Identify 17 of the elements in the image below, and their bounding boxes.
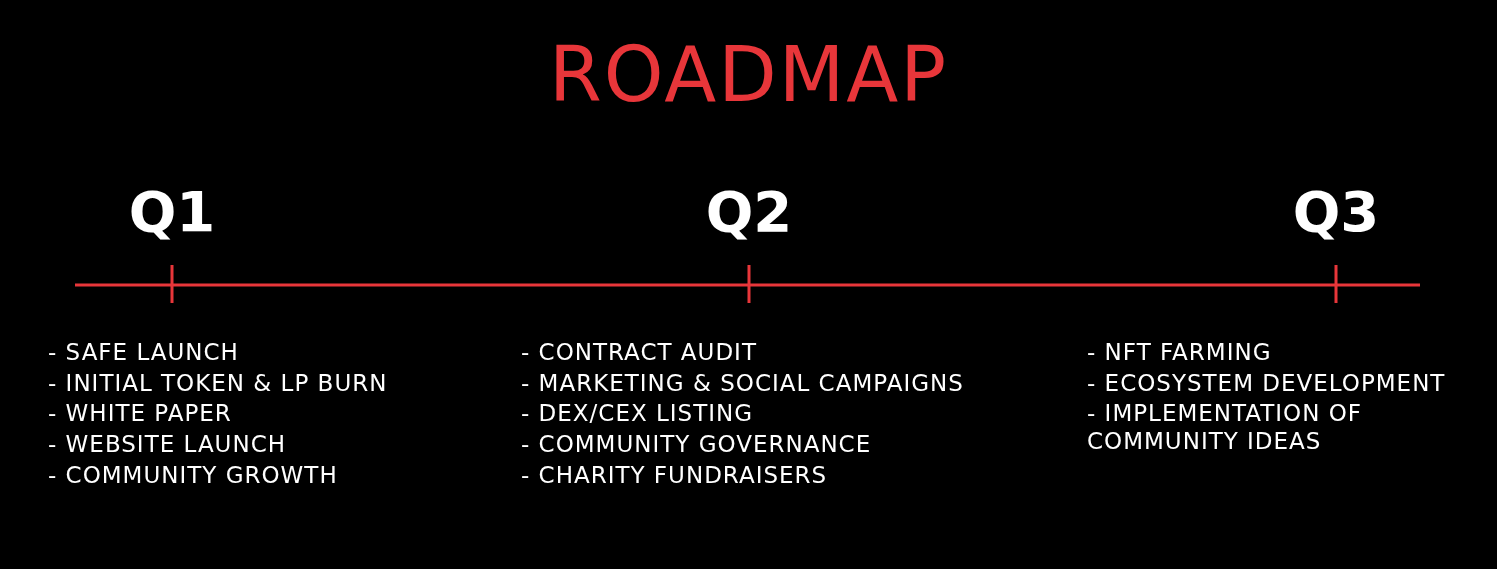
quarter-heading: Q1 [127, 180, 217, 244]
roadmap-item: - SAFE LAUNCH [48, 338, 239, 366]
roadmap-item: - NFT FARMING [1087, 338, 1272, 366]
roadmap-item: - MARKETING & SOCIAL CAMPAIGNS [521, 368, 964, 397]
roadmap-item: - WHITE PAPER [48, 399, 232, 428]
quarter-heading: Q3 [1291, 180, 1381, 244]
quarter-heading: Q2 [704, 180, 794, 244]
roadmap-item: - CONTRACT AUDIT [521, 338, 757, 366]
roadmap-item: - COMMUNITY GROWTH [48, 460, 338, 489]
roadmap-item: - INITIAL TOKEN & LP BURN [48, 368, 388, 397]
roadmap-item: - IMPLEMENTATION OF COMMUNITY IDEAS [1087, 399, 1364, 456]
roadmap-item: - ECOSYSTEM DEVELOPMENT [1087, 368, 1446, 397]
roadmap-item: - CHARITY FUNDRAISERS [521, 460, 828, 489]
roadmap-item: - COMMUNITY GOVERNANCE [521, 430, 872, 459]
roadmap-item: - WEBSITE LAUNCH [48, 430, 286, 459]
roadmap-item: - DEX/CEX LISTING [521, 399, 754, 428]
title: ROADMAP [547, 30, 950, 120]
